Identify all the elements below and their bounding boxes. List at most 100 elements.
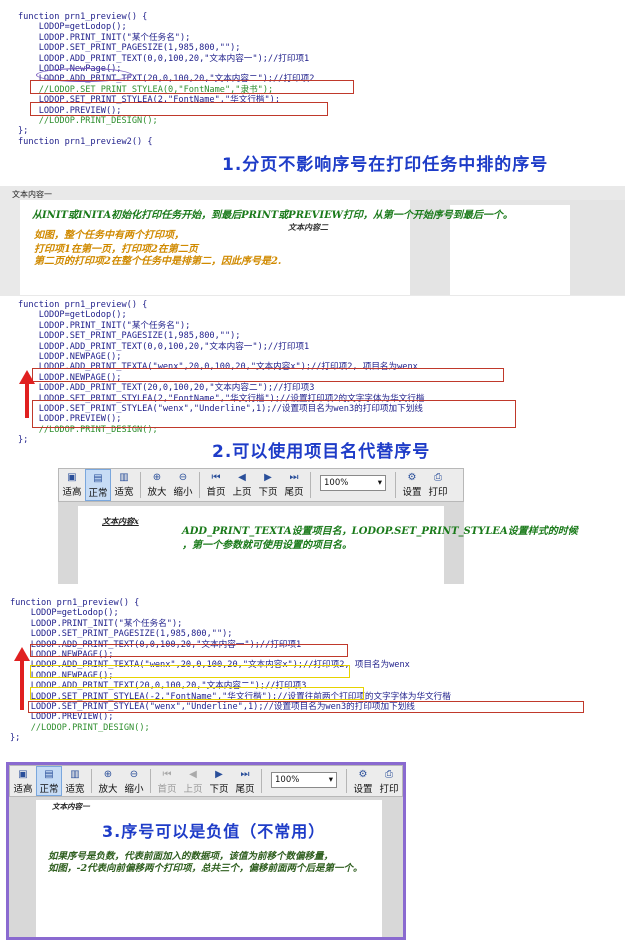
code-line: }; [18,435,29,446]
code-line: function prn1_preview() { [18,300,148,310]
code-line: //LODOP.PRINT_DESIGN(); [10,722,150,733]
code-line: LODOP.ADD_PRINT_TEXT(20,0,100,20,"文本内容二"… [10,681,307,692]
zoom-in-button[interactable]: ⊕放大 [95,766,121,796]
first-page-button[interactable]: ⏮首页 [154,766,180,796]
zoom-out-icon: ⊖ [129,768,139,780]
code-line: //LODOP.SET_PRINT_STYLEA(0,"FontName","隶… [18,84,274,95]
toolbar-button-label: 适高 [13,784,33,795]
zoom-in-icon: ⊕ [103,768,113,780]
normal-size-icon: ▤ [93,472,103,484]
toolbar-button-label: 适宽 [65,784,85,795]
next-page-icon: ▶ [215,768,223,780]
print-item-1-highlight [30,644,348,657]
fit-width-icon: ▥ [70,768,80,780]
preview-3-page-text: 文本内容一 [52,802,90,811]
fit-width-button[interactable]: ▥ 适宽 [62,766,88,796]
newpage-highlight-ellipse [36,68,132,82]
code-line: LODOP.ADD_PRINT_TEXTA("wenx",20,0,100,20… [18,362,418,373]
section-1-note-line-3: 打印项1在第一页，打印项2在第二页 [34,244,198,255]
fit-height-button[interactable]: ▣ 适高 [59,469,85,501]
toolbar-button-label: 放大 [147,487,167,498]
toolbar-separator [346,769,347,793]
settings-button[interactable]: ⚙ 设置 [350,766,376,796]
printer-icon: ⎙ [385,768,393,780]
last-page-icon: ⏭ [240,768,250,780]
print-item-3-yellow-highlight [30,687,364,700]
section-2-note-line-2: ，第一个参数就可使用设置的项目名。 [182,540,352,551]
section-2-note-line-1: ADD_PRINT_TEXTA设置项目名，LODOP.SET_PRINT_STY… [182,526,578,537]
section-2-heading: 2.可以使用项目名代替序号 [212,442,431,462]
code-line: LODOP.PREVIEW(); [18,105,122,116]
last-page-icon: ⏭ [289,471,299,483]
printer-button[interactable]: ⎙打印 [425,469,451,501]
toolbar-button-label: 首页 [157,784,177,795]
zoom-out-button[interactable]: ⊖缩小 [170,469,196,501]
settings-icon: ⚙ [358,768,368,780]
settings-button[interactable]: ⚙设置 [399,469,425,501]
zoom-select[interactable]: 100% ▾ [320,475,386,491]
code-line: function prn1_preview() { [18,12,148,22]
toolbar-separator [91,769,92,793]
fit-height-button[interactable]: ▣ 适高 [10,766,36,796]
last-page-button[interactable]: ⏭尾页 [281,469,307,501]
toolbar-separator [150,769,151,793]
code-line: LODOP.NEWPAGE(); [10,670,114,681]
prev-page-button[interactable]: ◀ 上页 [229,469,255,501]
code-line: LODOP.SET_PRINT_PAGESIZE(1,985,800,""); [18,43,241,54]
prev-page-icon: ◀ [238,471,246,483]
toolbar-button-label: 适高 [62,487,82,498]
code-line: LODOP.PREVIEW(); [10,712,114,723]
preview-window-3-frame [6,762,406,940]
last-page-button[interactable]: ⏭尾页 [232,766,258,796]
printer-icon: ⎙ [434,471,442,483]
toolbar-button-label: 设置 [353,784,373,795]
arrow-shaft-2 [25,382,29,418]
toolbar-button-label: 上页 [183,784,203,795]
code-line: LODOP.PREVIEW(); [18,414,122,425]
section-3-note-line-2: 如图，-2代表向前偏移两个打印项，总共三个，偏移前面两个后是第一个。 [48,863,363,874]
toolbar-button-label: 上页 [232,487,252,498]
section-3-note-line-1: 如果序号是负数，代表前面加入的数据项，该值为前移个数偏移量， [48,851,334,862]
style-a-highlight [30,102,328,116]
toolbar-separator [199,472,200,498]
normal-size-button[interactable]: ▤ 正常 [36,766,62,796]
code-line: LODOP.SET_PRINT_PAGESIZE(1,985,800,""); [10,629,233,640]
negative-index-highlight [28,701,584,713]
fit-width-button[interactable]: ▥ 适宽 [111,469,137,501]
prev-page-icon: ◀ [189,768,197,780]
set-style-highlight-group [32,400,516,428]
preview-1-page [20,200,410,295]
preview-toolbar-3: ▣ 适高 ▤ 正常 ▥ 适宽 ⊕放大⊖缩小 ⏮首页 ◀ 上页▶下页⏭尾页 100%▾ ⚙ 设置⎙打印 [9,765,403,797]
normal-size-button[interactable]: ▤ 正常 [85,469,111,501]
arrow-head-2 [19,370,35,384]
prev-page-button[interactable]: ◀ 上页 [180,766,206,796]
normal-size-icon: ▤ [44,769,54,780]
printer-button[interactable]: ⎙打印 [376,766,402,796]
toolbar-button-label: 适宽 [114,487,134,498]
code-line: LODOP.NEWPAGE(); [18,372,122,383]
fit-height-icon: ▣ [18,768,28,780]
toolbar-separator [261,769,262,793]
next-page-button[interactable]: ▶下页 [206,766,232,796]
zoom-out-button[interactable]: ⊖缩小 [121,766,147,796]
toolbar-button-label: 正常 [88,488,108,499]
code-line: LODOP.NEWPAGE(); [10,649,114,660]
fit-height-icon: ▣ [67,471,77,483]
code-line: LODOP=getLodop(); [18,22,127,33]
zoom-in-button[interactable]: ⊕放大 [144,469,170,501]
code-line: function prn1_preview2() { [18,136,153,147]
toolbar-button-label: 正常 [39,784,59,795]
zoom-select[interactable]: 100%▾ [271,772,337,788]
next-page-button[interactable]: ▶下页 [255,469,281,501]
zoom-select-value: 100% [275,775,300,785]
arrow-shaft-3 [20,660,24,710]
code-line: LODOP.ADD_PRINT_TEXT(20,0,100,20,"文本内容二"… [18,74,315,85]
first-page-button[interactable]: ⏮首页 [203,469,229,501]
zoom-select-value: 100% [324,478,349,488]
toolbar-button-label: 设置 [402,487,422,498]
code-line: LODOP=getLodop(); [18,310,127,321]
preview-3-page [36,800,382,937]
fit-width-icon: ▥ [119,471,129,483]
section-1-note-line-2: 如图，整个任务中有两个打印项， [34,230,184,241]
chevron-down-icon: ▾ [377,478,382,488]
